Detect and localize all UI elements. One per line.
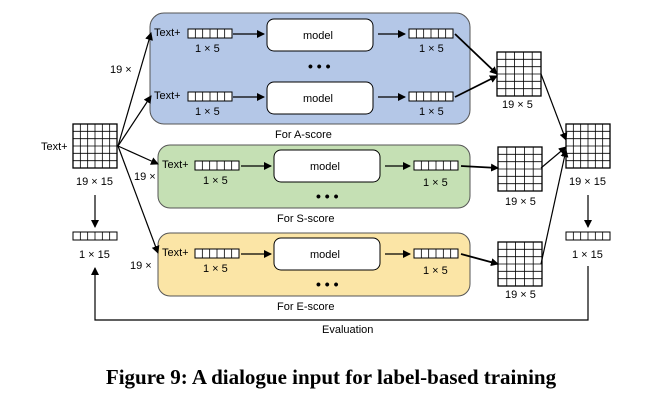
a-row1-model-box xyxy=(266,18,374,52)
fanout-arrow-a1 xyxy=(117,32,153,147)
s-output-grid-dim: 19 × 5 xyxy=(505,196,536,208)
s-model-box xyxy=(273,149,381,183)
s-input-vector xyxy=(194,160,240,171)
a-row2-output-dim: 1 × 5 xyxy=(419,106,444,118)
e-input-vector xyxy=(194,248,240,259)
e-output-grid-19x5 xyxy=(497,241,543,287)
a-row2-text-plus: Text+ xyxy=(154,90,181,102)
evaluation-loop-line xyxy=(91,266,589,321)
a-row2-input-vector xyxy=(187,91,233,102)
e-input-dim: 1 × 5 xyxy=(203,263,228,275)
e-output-vector xyxy=(413,248,459,259)
e-text-plus: Text+ xyxy=(162,247,189,259)
e-model-box xyxy=(273,237,381,271)
multiplier-label-e: 19 × xyxy=(130,260,152,272)
a-ellipsis: • • • xyxy=(308,58,331,74)
a-output-grid-19x5 xyxy=(496,51,542,97)
figure-caption: Figure 9: A dialogue input for label-bas… xyxy=(105,365,557,389)
fanout-arrow-a2 xyxy=(117,95,152,147)
a-row2-to-grid-arrow xyxy=(454,75,498,98)
a-row2-model-box xyxy=(266,81,374,115)
a-row1-model-label: model xyxy=(303,30,333,42)
a-row1-input-vector xyxy=(187,28,233,39)
a-row1-input-dim: 1 × 5 xyxy=(195,43,220,55)
s-ellipsis: • • • xyxy=(316,188,339,204)
fanout-arrow-e xyxy=(117,145,160,254)
s-input-dim: 1 × 5 xyxy=(203,175,228,187)
e-ellipsis: • • • xyxy=(316,276,339,292)
e-model-label: model xyxy=(310,249,340,261)
a-output-grid-dim: 19 × 5 xyxy=(502,99,533,111)
a-row1-output-vector xyxy=(408,28,454,39)
result-grid-19x15 xyxy=(565,123,611,169)
e-output-grid-dim: 19 × 5 xyxy=(505,289,536,301)
a-row2-output-vector xyxy=(408,91,454,102)
e-to-grid-arrow xyxy=(460,253,499,267)
input-text-plus-label: Text+ xyxy=(41,141,68,153)
input-grid-19x15 xyxy=(72,123,118,169)
result-grid-dim: 19 × 15 xyxy=(569,176,606,188)
a-row2-model-label: model xyxy=(303,93,333,105)
s-output-vector xyxy=(413,160,459,171)
right-vector-1x15 xyxy=(565,231,611,241)
a-row1-text-plus: Text+ xyxy=(154,27,181,39)
s-model-label: model xyxy=(310,161,340,173)
s-score-title: For S-score xyxy=(277,213,334,225)
a-row2-input-dim: 1 × 5 xyxy=(195,106,220,118)
multiplier-label-a: 19 × xyxy=(110,64,132,76)
e-grid-to-result-arrow xyxy=(540,149,569,265)
left-vector-dim-label: 1 × 15 xyxy=(79,249,110,261)
a-score-title: For A-score xyxy=(275,129,332,141)
a-row1-output-dim: 1 × 5 xyxy=(419,43,444,55)
left-vector-1x15 xyxy=(72,231,118,241)
evaluation-label: Evaluation xyxy=(322,324,373,336)
right-vector-dim-label: 1 × 15 xyxy=(572,249,603,261)
e-score-title: For E-score xyxy=(277,301,334,313)
s-output-dim: 1 × 5 xyxy=(423,177,448,189)
s-output-grid-19x5 xyxy=(497,146,543,192)
fanout-arrow-s xyxy=(117,145,159,165)
a-row1-to-grid-arrow xyxy=(454,33,498,75)
e-output-dim: 1 × 5 xyxy=(423,265,448,277)
s-to-grid-arrow xyxy=(460,163,499,172)
a-grid-to-result-arrow xyxy=(540,73,568,141)
input-grid-dim-label: 19 × 15 xyxy=(76,176,113,188)
s-text-plus: Text+ xyxy=(162,159,189,171)
multiplier-label-s: 19 × xyxy=(134,171,156,183)
